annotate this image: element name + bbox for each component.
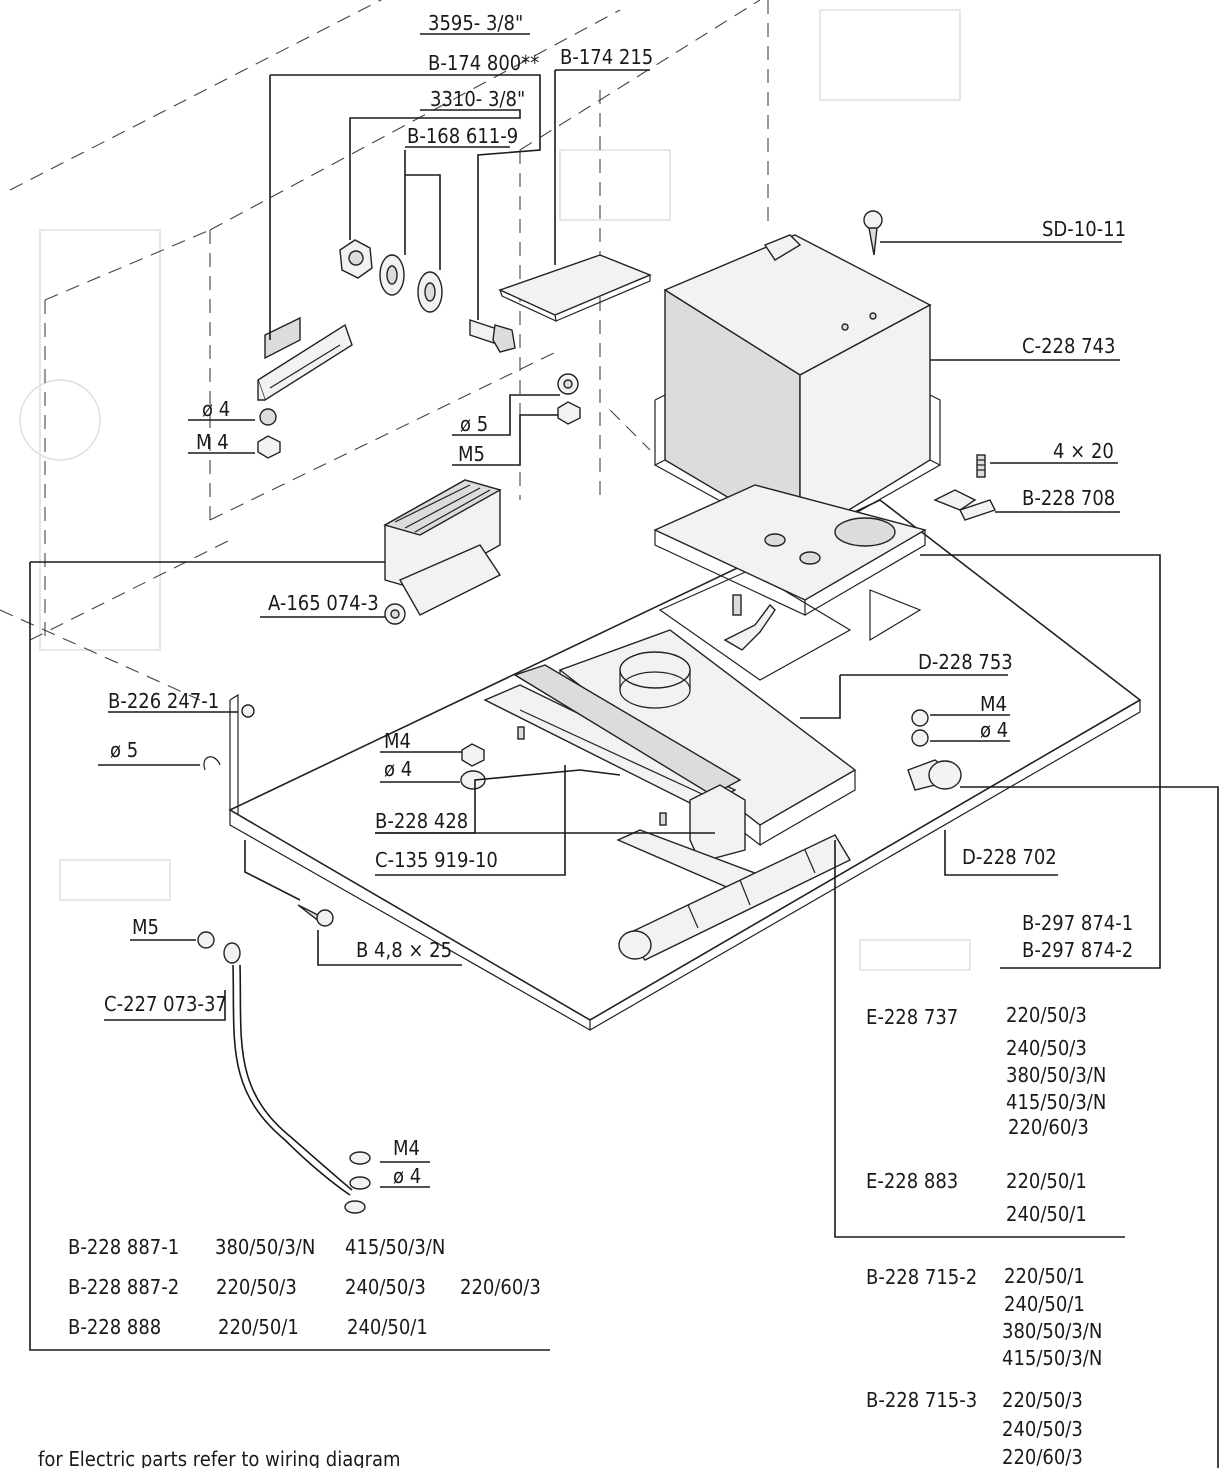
nut-a165	[384, 603, 406, 625]
setscrew-4x20	[976, 454, 986, 478]
table-part-number: B-228 715-3	[866, 1388, 977, 1412]
label-b226247: B-226 247-1	[108, 689, 219, 713]
label-b174215: B-174 215	[560, 45, 653, 69]
table-part-number: E-228 737	[866, 1005, 958, 1029]
table-voltage: 240/50/3	[1002, 1417, 1083, 1441]
right-voltage-table: E-228 737 220/50/3 240/50/3 380/50/3/N 4…	[866, 1003, 1106, 1468]
label-m4-center: M4	[384, 729, 411, 753]
table-part-number: B-228 715-2	[866, 1265, 977, 1289]
label-c135919: C-135 919-10	[375, 848, 498, 872]
table-voltage: 415/50/3/N	[345, 1235, 445, 1259]
label-a165074: A-165 074-3	[268, 591, 379, 615]
label-b228708: B-228 708	[1022, 486, 1115, 510]
table-voltage: 240/50/1	[1004, 1292, 1085, 1316]
label-d5-left: ø 5	[110, 738, 138, 762]
earth-wire	[197, 931, 371, 1214]
cable-bundles	[616, 829, 851, 961]
label-m4-left: M 4	[196, 430, 229, 454]
label-b48x25: B 4,8 × 25	[356, 938, 452, 962]
terminal-block	[383, 479, 502, 625]
table-part-number: E-228 883	[866, 1169, 958, 1193]
washer-left-b226247	[203, 704, 255, 771]
table-voltage: 240/50/1	[1006, 1202, 1087, 1226]
label-3310: 3310- 3/8"	[430, 87, 525, 111]
cable-clamp	[907, 759, 962, 791]
footnote: for Electric parts refer to wiring diagr…	[38, 1447, 401, 1468]
table-voltage: 220/50/3	[1002, 1388, 1083, 1412]
label-m4-bottom: M4	[393, 1136, 420, 1160]
table-voltage: 220/50/1	[1006, 1169, 1087, 1193]
table-voltage: 380/50/3/N	[1006, 1063, 1106, 1087]
table-voltage: 240/50/3	[345, 1275, 426, 1299]
clip-bracket	[933, 489, 996, 521]
label-d5-mid: ø 5	[460, 412, 488, 436]
plate-b174215	[498, 254, 652, 425]
cabinet-dashed-outline	[0, 0, 769, 701]
label-d4-center: ø 4	[384, 757, 412, 781]
label-d228753: D-228 753	[918, 650, 1013, 674]
label-sd1011: SD-10-11	[1042, 217, 1126, 241]
label-c227073: C-227 073-37	[104, 992, 227, 1016]
part-labels: 3595- 3/8" B-174 800** B-174 215 3310- 3…	[104, 11, 1133, 1188]
label-b168611: B-168 611-9	[407, 124, 518, 148]
label-b297874-1: B-297 874-1	[1022, 911, 1133, 935]
label-b228428: B-228 428	[375, 809, 468, 833]
washers-center	[460, 743, 486, 790]
washers-right	[911, 709, 929, 747]
table-voltage: 380/50/3/N	[1002, 1319, 1102, 1343]
table-part-number: B-228 887-1	[68, 1235, 179, 1259]
center-standoff	[723, 594, 776, 651]
label-d4-right: ø 4	[980, 718, 1008, 742]
label-b174800: B-174 800**	[428, 51, 539, 75]
bracket-b174800	[257, 316, 353, 459]
nut-washers-bolt	[339, 239, 516, 353]
label-3595: 3595- 3/8"	[428, 11, 523, 35]
table-voltage: 240/50/1	[347, 1315, 428, 1339]
table-voltage: 220/50/1	[1004, 1264, 1085, 1288]
transformer-base	[653, 484, 927, 616]
plate-cutout	[658, 569, 922, 681]
table-voltage: 415/50/3/N	[1006, 1090, 1106, 1114]
table-voltage: 415/50/3/N	[1002, 1346, 1102, 1370]
table-part-number: B-228 887-2	[68, 1275, 179, 1299]
transformer-box	[654, 234, 941, 546]
label-d4-bottom: ø 4	[393, 1164, 421, 1188]
label-4x20: 4 × 20	[1053, 439, 1114, 463]
table-part-number: B-228 888	[68, 1315, 161, 1339]
table-voltage: 220/60/3	[1008, 1115, 1089, 1139]
table-voltage: 220/50/3	[216, 1275, 297, 1299]
table-voltage: 220/50/3	[1006, 1003, 1087, 1027]
rail-assembly	[483, 664, 746, 863]
table-voltage: 220/60/3	[460, 1275, 541, 1299]
label-c228743: C-228 743	[1022, 334, 1115, 358]
screw-sd1011	[863, 210, 883, 256]
leader-lines	[29, 33, 1219, 1468]
label-d4-left: ø 4	[202, 397, 230, 421]
mounting-plate-d228753	[558, 629, 857, 847]
table-voltage: 380/50/3/N	[215, 1235, 315, 1259]
table-voltage: 240/50/3	[1006, 1036, 1087, 1060]
label-m4-right: M4	[980, 692, 1007, 716]
label-m5-bottom: M5	[132, 915, 159, 939]
left-voltage-table: B-228 887-1 380/50/3/N 415/50/3/N B-228 …	[68, 1235, 541, 1339]
screw-b48x25	[297, 904, 334, 927]
label-m5-mid: M5	[458, 442, 485, 466]
table-voltage: 220/60/3	[1002, 1445, 1083, 1468]
label-d228702: D-228 702	[962, 845, 1057, 869]
label-b297874-2: B-297 874-2	[1022, 938, 1133, 962]
table-voltage: 220/50/1	[218, 1315, 299, 1339]
